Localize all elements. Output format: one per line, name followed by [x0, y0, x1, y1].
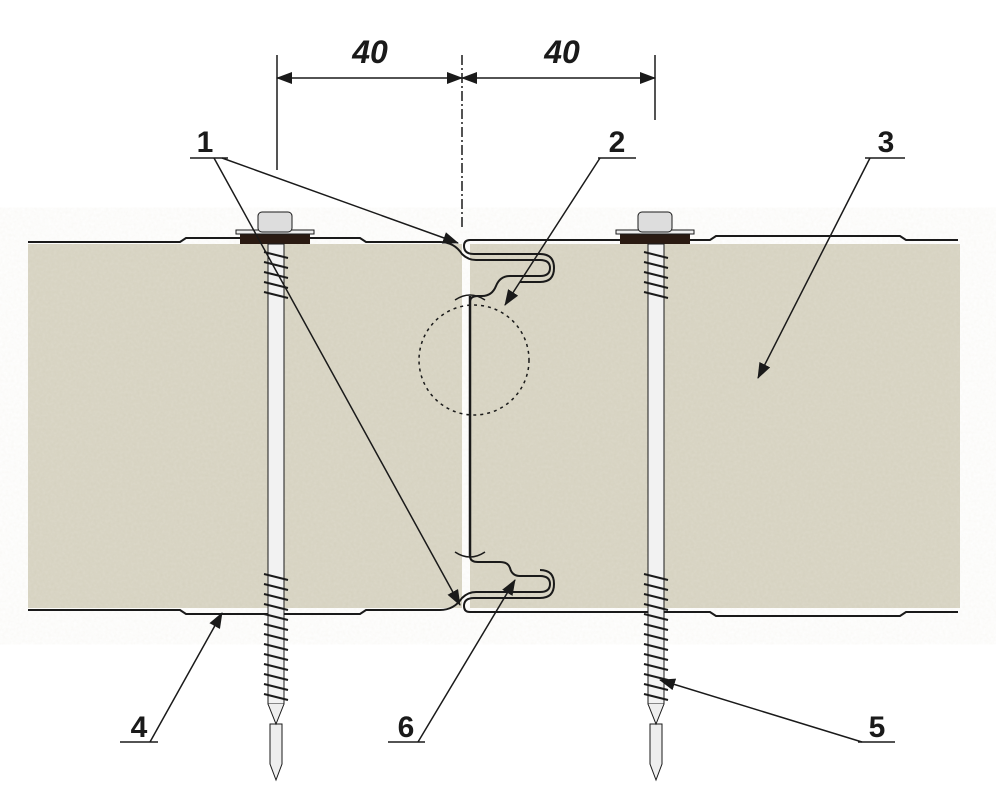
- dimension-lines: [276, 55, 656, 230]
- callout-3: 3: [878, 126, 895, 159]
- detail-circle: [418, 304, 530, 416]
- dimension-right-label: 40: [543, 34, 580, 70]
- leader-lines: [120, 157, 905, 743]
- dimension-left-label: 40: [351, 34, 388, 70]
- seal-clips: [454, 294, 486, 558]
- callout-6: 6: [398, 711, 415, 744]
- foam-texture: [28, 244, 960, 608]
- right-screw: [615, 211, 695, 782]
- callout-1: 1: [197, 126, 214, 159]
- callout-2: 2: [609, 126, 626, 159]
- callout-4: 4: [131, 711, 148, 744]
- callout-5: 5: [869, 711, 886, 744]
- left-screw: [235, 211, 315, 782]
